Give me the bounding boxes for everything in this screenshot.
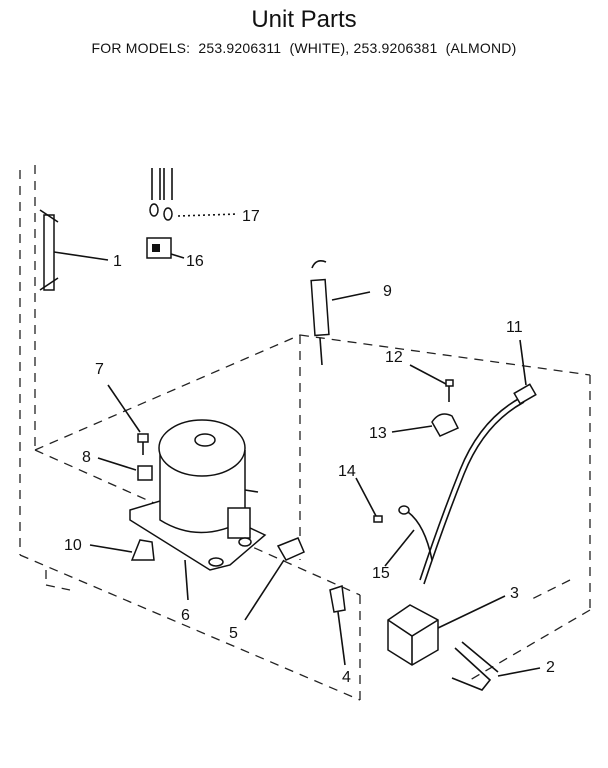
callout-12: 12 <box>385 349 403 366</box>
part-9-thermostat-bulb <box>310 260 371 366</box>
part-5-clip <box>244 537 305 621</box>
part-3-relay-box <box>387 595 506 666</box>
models-subtitle: FOR MODELS: 253.9206311 (WHITE), 253.920… <box>91 40 517 56</box>
callout-8: 8 <box>82 449 91 466</box>
callout-1: 1 <box>113 253 122 270</box>
part-15-screw <box>355 477 383 523</box>
part-13-clamp <box>391 413 460 437</box>
part-10-foot <box>89 539 155 561</box>
part-7-screw <box>107 384 149 455</box>
callout-15: 15 <box>372 565 390 582</box>
callout-5: 5 <box>229 625 238 642</box>
callout-4: 4 <box>342 669 351 686</box>
callout-7: 7 <box>95 361 104 378</box>
callout-9: 9 <box>383 283 392 300</box>
callout-2: 2 <box>546 659 555 676</box>
part-4-clip <box>329 584 346 666</box>
diagram-title: Unit Parts <box>251 6 357 33</box>
callout-14: 14 <box>338 463 356 480</box>
part-11-power-cord <box>419 339 537 585</box>
part-8-grommet <box>97 457 153 481</box>
callout-17: 17 <box>242 208 260 225</box>
part-16-connector <box>146 237 185 259</box>
callout-3: 3 <box>510 585 519 602</box>
part-2-bracket <box>451 641 541 691</box>
part-12-screw <box>409 364 454 402</box>
callout-11: 11 <box>506 319 523 336</box>
part-6-compressor <box>129 419 267 601</box>
part-1-tube <box>39 209 109 291</box>
cabinet-outline <box>19 165 591 701</box>
callout-labels: 1 2 3 4 5 6 7 8 9 10 11 12 13 14 15 16 1… <box>64 208 555 686</box>
callout-16: 16 <box>186 253 204 270</box>
part-17-wire-leads <box>149 168 239 221</box>
callout-13: 13 <box>369 425 387 442</box>
part-14-ground-wire <box>384 505 433 567</box>
callout-6: 6 <box>181 607 190 624</box>
callout-10: 10 <box>64 537 82 554</box>
